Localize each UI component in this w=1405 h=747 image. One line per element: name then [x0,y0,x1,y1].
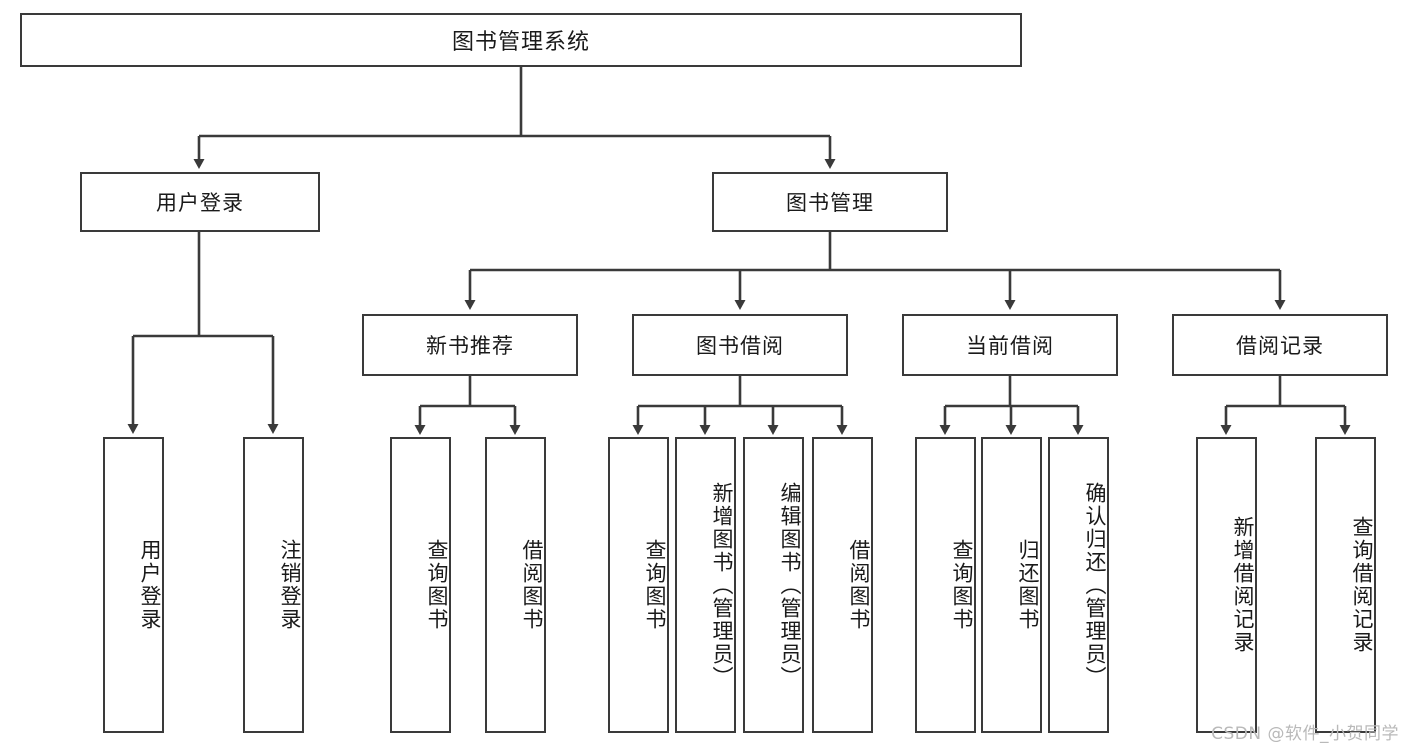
watermark: CSDN @软件_小贺同学 [1211,724,1399,744]
leaf-label: 确认归还（管理员） [1083,481,1107,689]
leaf-query-books-borrow[interactable]: 查询图书 [608,437,669,733]
node-user-login[interactable]: 用户登录 [80,172,320,232]
leaf-query-borrow-record[interactable]: 查询借阅记录 [1315,437,1376,733]
leaf-query-books-current[interactable]: 查询图书 [915,437,976,733]
leaf-label: 查询图书 [950,539,974,631]
leaf-label: 新增借阅记录 [1231,516,1255,654]
leaf-label: 查询图书 [643,539,667,631]
leaf-label: 新增图书（管理员） [710,481,734,689]
leaf-label: 归还图书 [1016,539,1040,631]
leaf-confirm-return-admin[interactable]: 确认归还（管理员） [1048,437,1109,733]
leaf-edit-book-admin[interactable]: 编辑图书（管理员） [743,437,804,733]
leaf-logout[interactable]: 注销登录 [243,437,304,733]
leaf-add-borrow-record[interactable]: 新增借阅记录 [1196,437,1257,733]
leaf-borrow-book[interactable]: 借阅图书 [812,437,873,733]
node-new-book-recommend[interactable]: 新书推荐 [362,314,578,376]
leaf-label: 借阅图书 [847,539,871,631]
leaf-label: 编辑图书（管理员） [778,481,802,689]
leaf-label: 用户登录 [138,539,162,631]
node-book-borrow[interactable]: 图书借阅 [632,314,848,376]
leaf-query-books-new[interactable]: 查询图书 [390,437,451,733]
leaf-label: 查询图书 [425,539,449,631]
node-root[interactable]: 图书管理系统 [20,13,1022,67]
leaf-add-book-admin[interactable]: 新增图书（管理员） [675,437,736,733]
node-borrow-records[interactable]: 借阅记录 [1172,314,1388,376]
node-current-borrow[interactable]: 当前借阅 [902,314,1118,376]
leaf-borrow-books-new[interactable]: 借阅图书 [485,437,546,733]
leaf-label: 查询借阅记录 [1350,516,1374,654]
leaf-label: 注销登录 [278,539,302,631]
leaf-return-book[interactable]: 归还图书 [981,437,1042,733]
leaf-user-login[interactable]: 用户登录 [103,437,164,733]
leaf-label: 借阅图书 [520,539,544,631]
node-book-management[interactable]: 图书管理 [712,172,948,232]
